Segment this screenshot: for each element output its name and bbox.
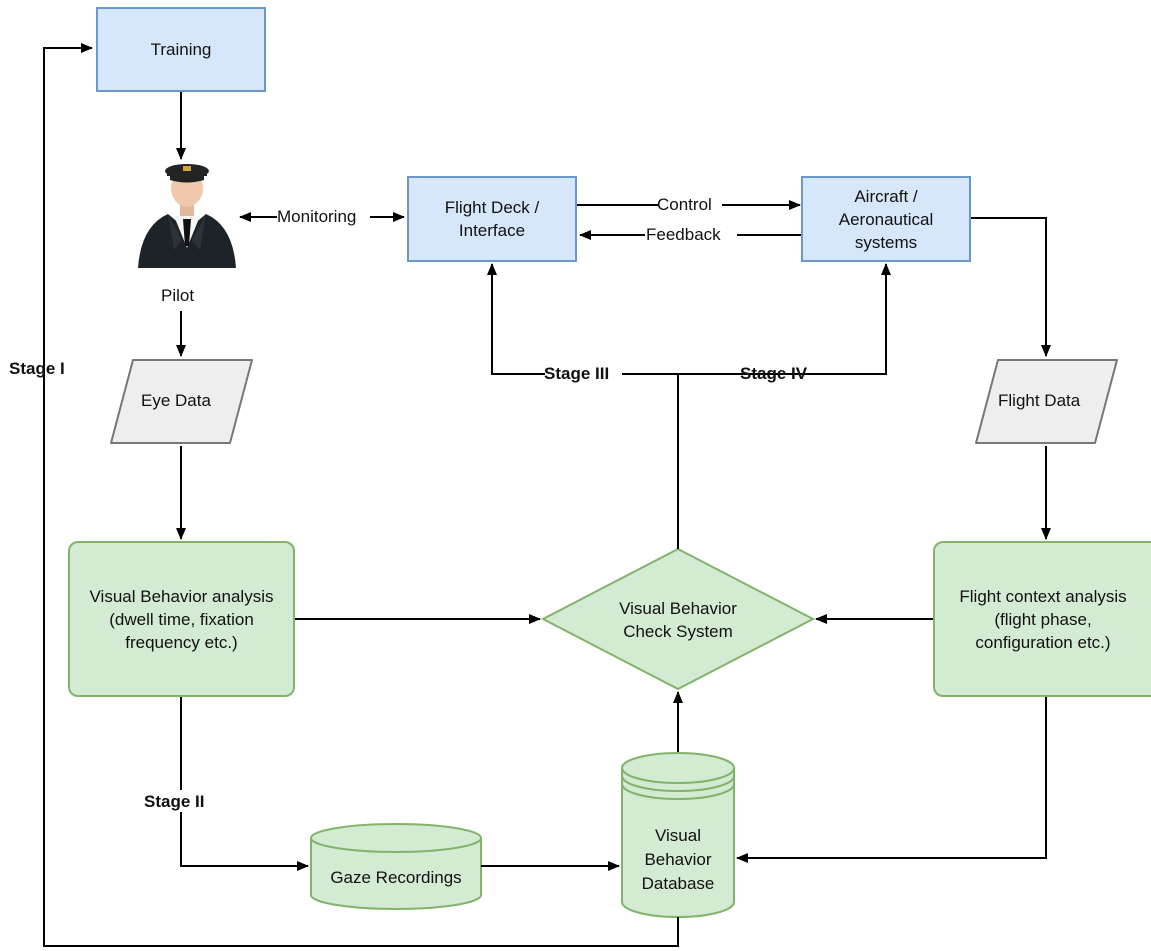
flight-data-shape [975,359,1118,444]
eye-data-shape [110,359,253,444]
training-box: Training [96,7,266,92]
stage1-line [43,43,679,947]
stage-2-label: Stage II [144,792,205,811]
pilot-label: Pilot [161,286,195,305]
flight-context-analysis-box: Flight context analysis (flight phase, c… [933,541,1151,697]
feedback-label: Feedback [646,225,721,244]
gaze-recordings-cylinder [310,823,482,910]
check-system-label: Visual Behavior Check System [619,599,737,641]
aircraft-box: Aircraft / Aeronautical systems [801,176,971,262]
pilot-icon [138,164,236,268]
database-label: Visual Behavior Database [641,826,715,893]
database-cylinder [621,752,735,918]
stage-1-label: Stage I [9,359,65,378]
stage-4-label: Stage IV [740,364,808,383]
gaze-recordings-label: Gaze Recordings [330,868,462,887]
control-label: Control [657,195,712,214]
visual-behavior-analysis-box: Visual Behavior analysis (dwell time, fi… [68,541,295,697]
connectors [43,43,1051,947]
stage-3-label: Stage III [544,364,610,383]
eye-data-label: Eye Data [141,391,211,410]
check-system-shape [540,547,816,691]
monitoring-label: Monitoring [277,207,357,226]
flight-deck-box: Flight Deck / Interface [407,176,577,262]
flight-data-label: Flight Data [998,391,1081,410]
